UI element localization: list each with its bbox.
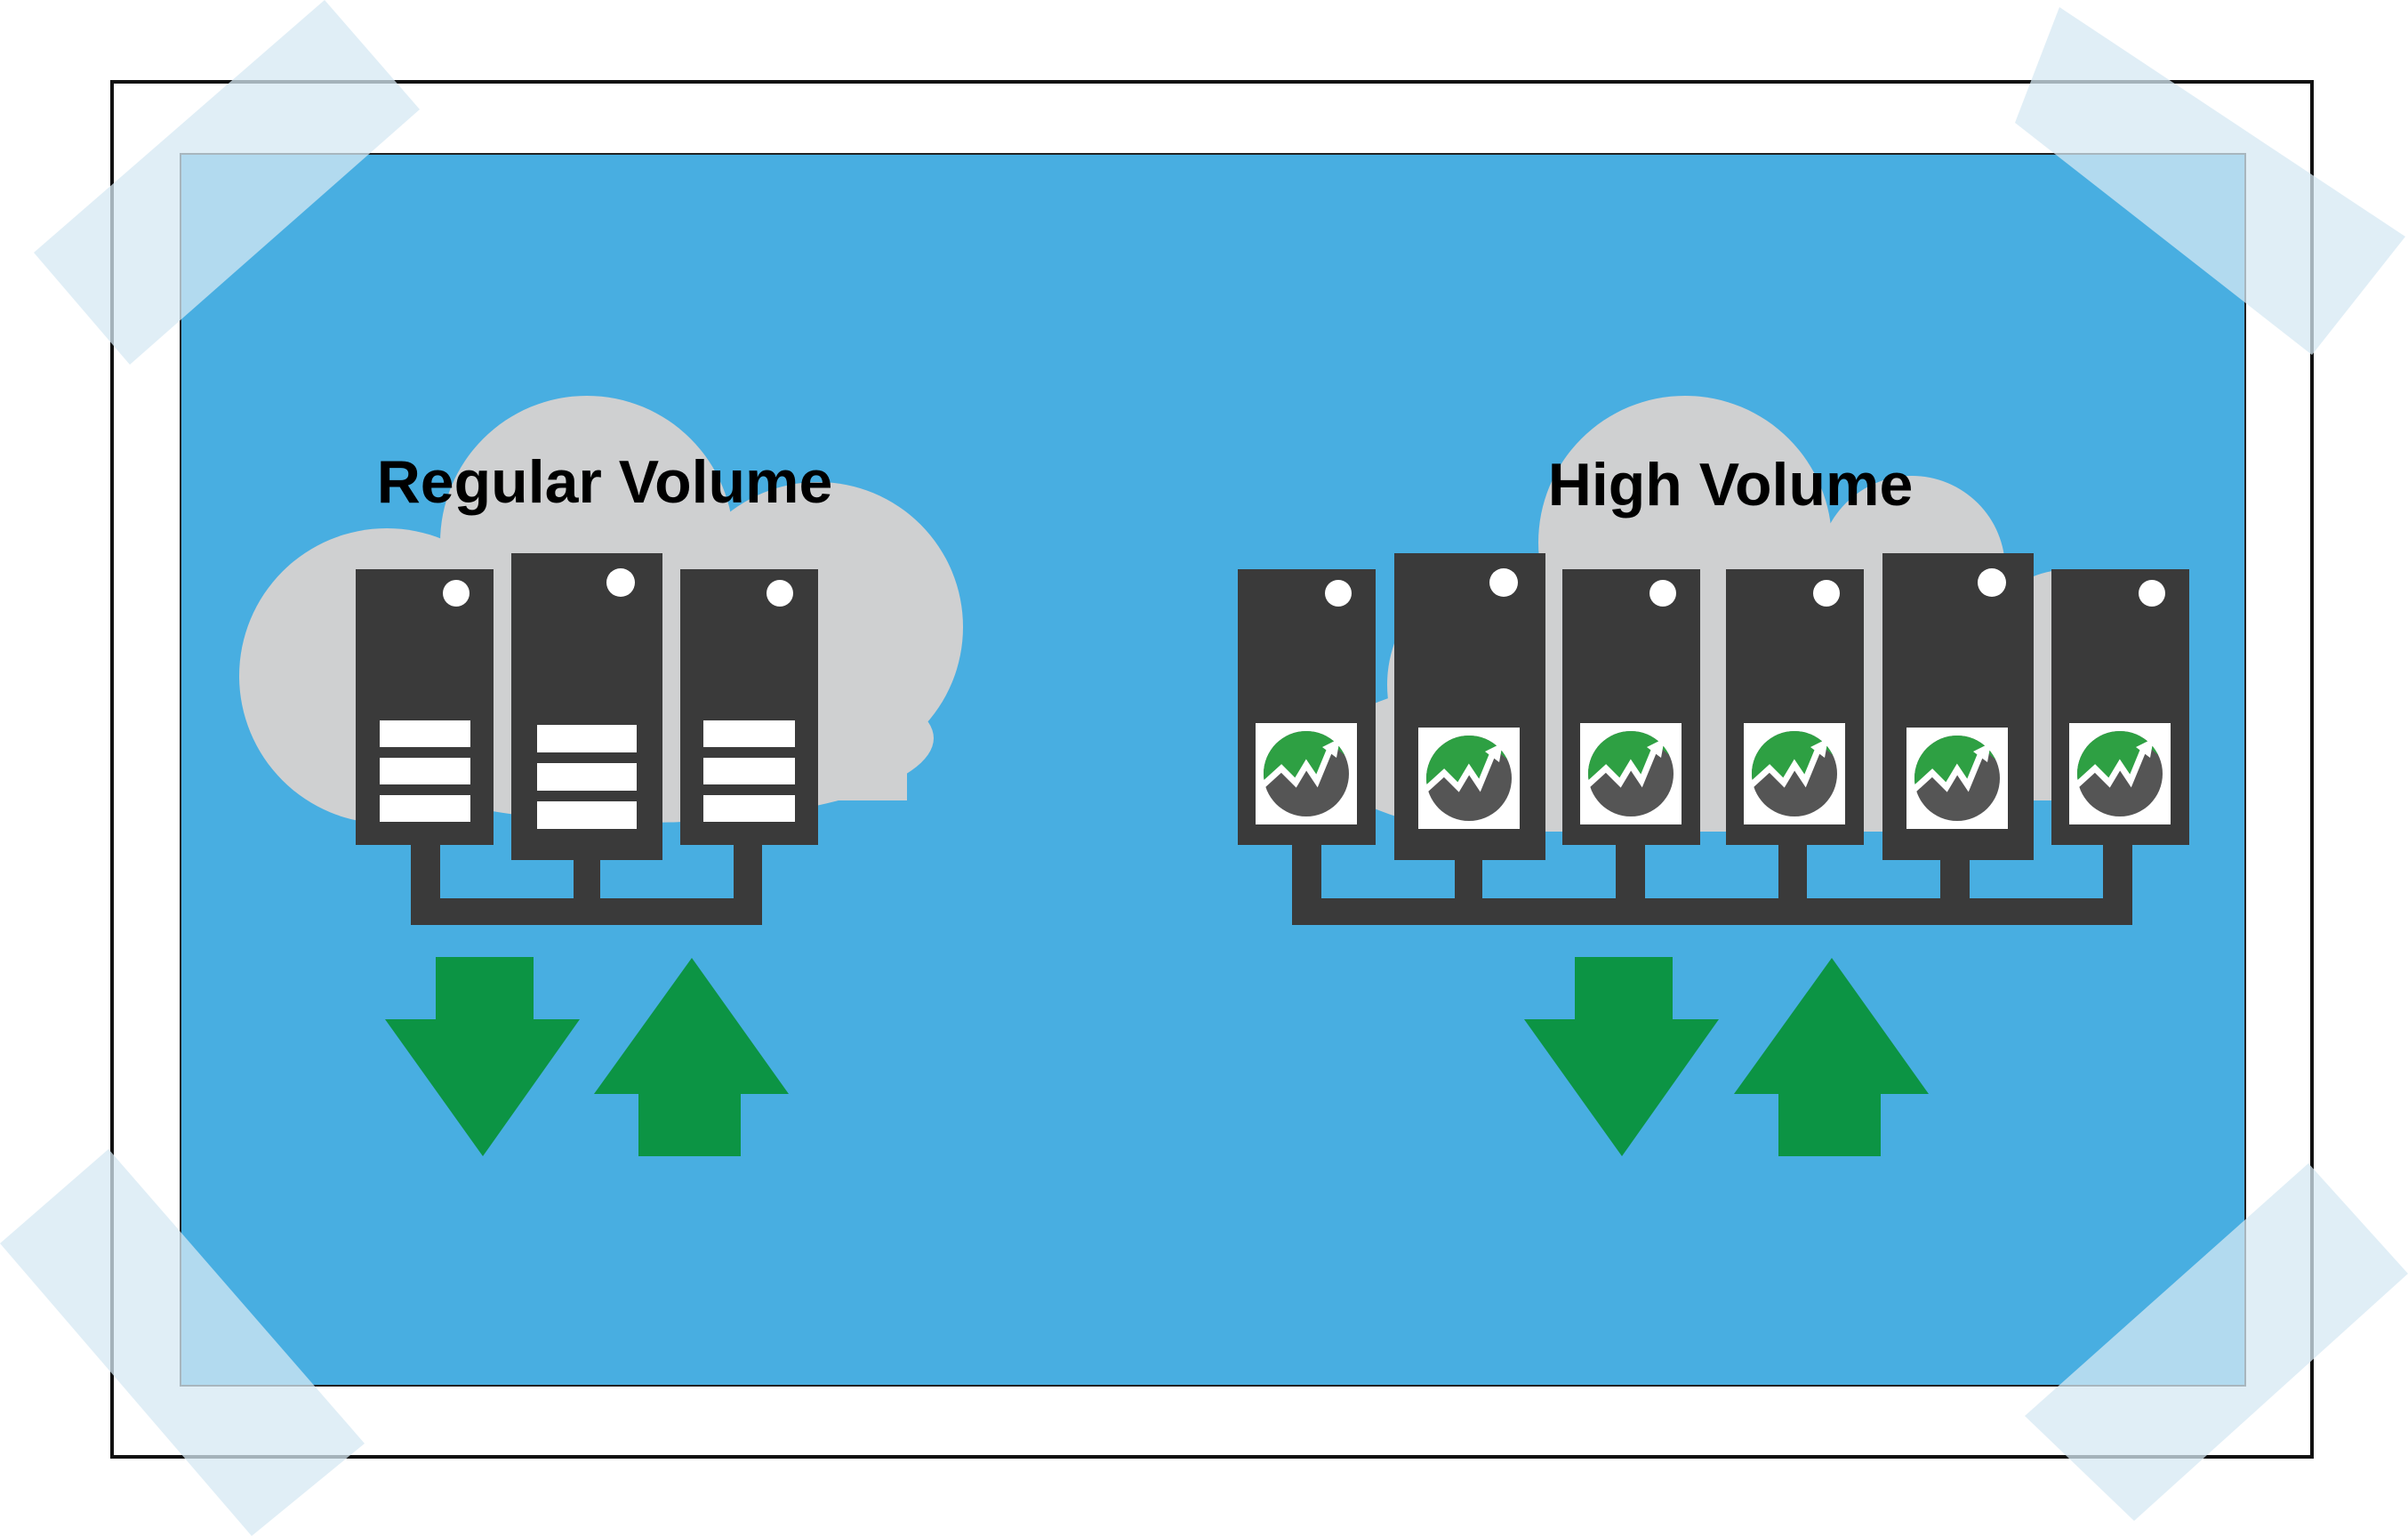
regular-volume-title: Regular Volume <box>377 448 833 516</box>
arrow-up-icon <box>594 958 789 1156</box>
growth-chart-logo-icon <box>1906 728 2008 829</box>
regular-server-1 <box>356 569 494 845</box>
high-volume-title: High Volume <box>1548 451 1914 519</box>
arrow-down-icon <box>385 957 580 1156</box>
tape-bottom-left <box>0 1149 365 1536</box>
growth-chart-logo-icon <box>2069 723 2171 824</box>
growth-chart-logo-icon <box>1580 723 1682 824</box>
regular-server-2 <box>511 553 662 860</box>
arrow-down-icon <box>1524 957 1719 1156</box>
tape-top-left <box>34 0 420 365</box>
growth-chart-logo-icon <box>1744 723 1845 824</box>
tape-top-right <box>2015 7 2405 355</box>
drive-bays-icon <box>380 720 470 822</box>
growth-chart-logo-icon <box>1418 728 1520 829</box>
regular-volume-group: Regular Volume <box>239 396 963 1156</box>
drive-bays-icon <box>703 720 795 822</box>
drive-bays-icon <box>537 725 637 829</box>
tape-bottom-right <box>2025 1163 2408 1521</box>
arrow-up-icon <box>1734 958 1929 1156</box>
regular-server-3 <box>680 569 818 845</box>
growth-chart-logo-icon <box>1256 723 1357 824</box>
